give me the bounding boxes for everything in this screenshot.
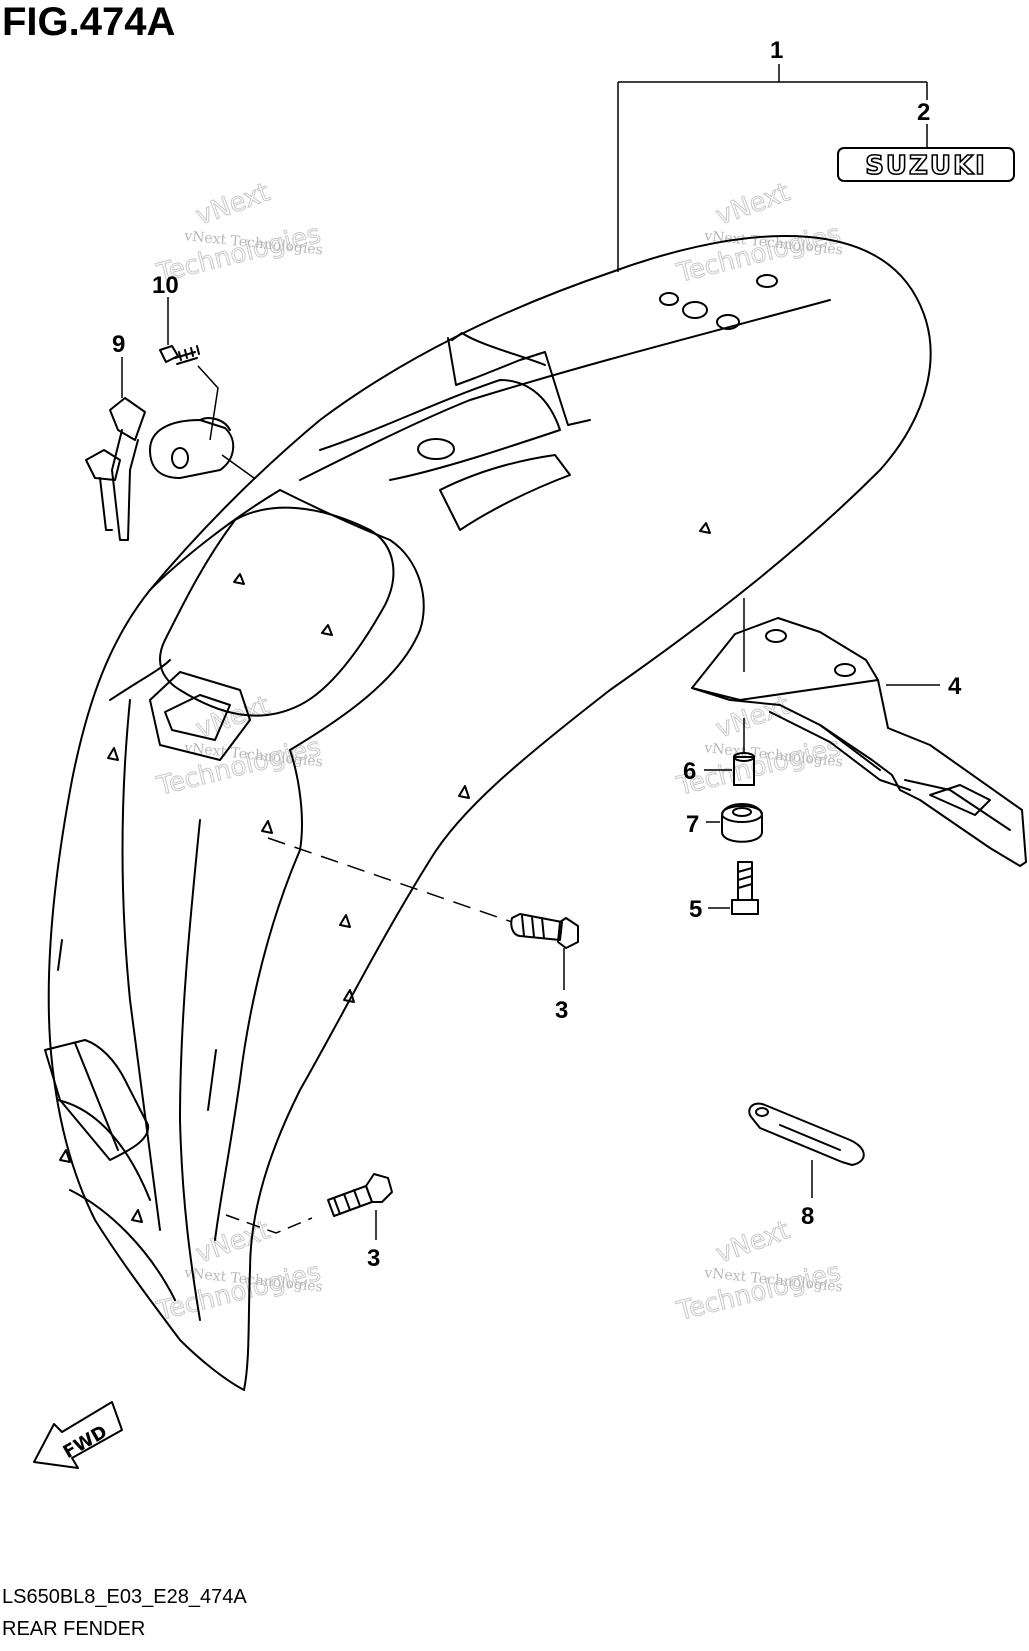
watermark-text-small: vNext xyxy=(192,177,274,231)
lock-bolt xyxy=(159,345,219,441)
callout-9: 9 xyxy=(112,331,125,358)
watermark-bottom-left: Technologies vNext Technologies vNext xyxy=(153,1215,324,1328)
forward-direction-arrow: FWD xyxy=(33,1401,123,1469)
callout-3-lower: 3 xyxy=(367,1245,380,1272)
callout-7: 7 xyxy=(686,811,699,838)
rear-fender xyxy=(44,235,932,1391)
diagram-code: LS650BL8_E03_E28_474A xyxy=(2,1586,247,1608)
rubber-cushion xyxy=(706,803,763,843)
fender-bolt-upper xyxy=(267,837,579,990)
spacer-collar xyxy=(704,752,755,786)
fender-bolt-lower xyxy=(225,1173,393,1240)
watermark-text-small: vNext xyxy=(192,690,274,744)
reflector-bracket xyxy=(691,617,1027,867)
wiring-clamp xyxy=(748,1102,865,1198)
callout-3-upper: 3 xyxy=(555,997,568,1024)
callout-4: 4 xyxy=(948,673,962,700)
callout-6: 6 xyxy=(683,758,696,785)
callout-8: 8 xyxy=(801,1203,814,1230)
callout-1: 1 xyxy=(770,37,783,64)
diagram-name: REAR FENDER xyxy=(2,1618,146,1640)
suzuki-emblem-text: SUZUKI xyxy=(865,151,987,181)
lock-keys xyxy=(85,397,146,541)
watermark-mid-right: Technologies vNext Technologies vNext xyxy=(673,690,844,803)
watermark-top-right: Technologies vNext Technologies vNext xyxy=(673,177,844,290)
helmet-lock xyxy=(149,417,255,479)
watermark-bottom-right: Technologies vNext Technologies vNext xyxy=(673,1215,844,1328)
figure-title: FIG.474A xyxy=(2,0,176,44)
watermark-text-small: vNext xyxy=(192,1215,274,1269)
callout-1-leader xyxy=(617,64,928,272)
watermark-text-small: vNext xyxy=(712,177,794,231)
mounting-bolt xyxy=(708,861,759,915)
watermark-top-left: Technologies vNext Technologies vNext xyxy=(153,177,324,290)
callout-2: 2 xyxy=(917,99,930,126)
watermark-text-small: vNext xyxy=(712,1215,794,1269)
callout-10: 10 xyxy=(152,272,179,299)
callout-5: 5 xyxy=(689,896,702,923)
suzuki-emblem: SUZUKI xyxy=(837,147,1015,182)
